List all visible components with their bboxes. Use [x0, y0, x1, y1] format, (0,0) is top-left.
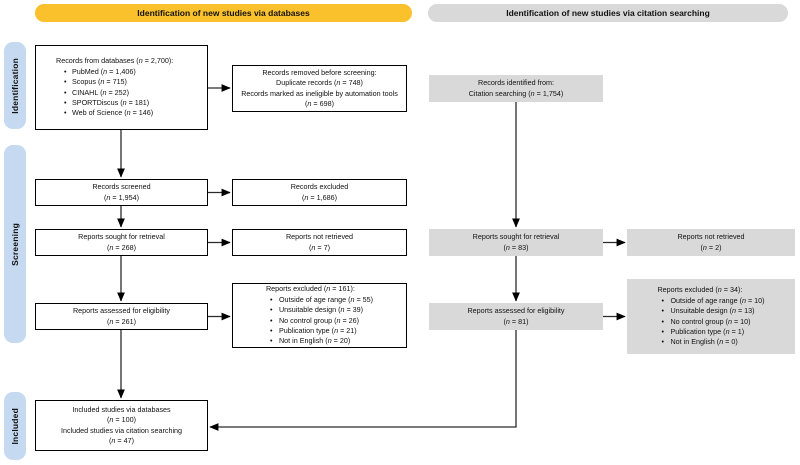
box-line: (n = 81) — [503, 316, 529, 326]
box-line: Duplicate records (n = 748) — [276, 78, 363, 88]
box-line: Included studies via databases — [72, 404, 171, 414]
reports-excluded-heading: Reports excluded (n = 161): — [265, 284, 355, 294]
column-header-databases: Identification of new studies via databa… — [35, 4, 412, 22]
database-source-item: Web of Science (n = 146) — [56, 108, 203, 119]
stage-label-screening: Screening — [10, 222, 20, 266]
database-source-item: CINAHL (n = 252) — [56, 88, 203, 99]
stage-pill-included: Included — [4, 392, 26, 460]
box-line: Records removed before screening: — [262, 67, 377, 77]
database-source-item: PubMed (n = 1,406) — [56, 67, 203, 78]
box-reports-sought-citation: Reports sought for retrieval (n = 83) — [429, 229, 603, 256]
stage-label-identification: Identification — [10, 57, 20, 114]
reports-excluded-heading: Reports excluded (n = 34): — [657, 285, 743, 295]
box-records-removed-before-screening: Records removed before screening: Duplic… — [232, 65, 407, 112]
box-line: (n = 2) — [700, 242, 722, 252]
exclusion-reason-item: Publication type (n = 1) — [657, 327, 764, 338]
box-line: Reports sought for retrieval — [78, 232, 165, 242]
box-line: Reports assessed for eligibility — [72, 306, 171, 316]
box-line: (n = 261) — [107, 316, 136, 326]
box-line: (n = 268) — [107, 242, 136, 252]
box-line: Reports sought for retrieval — [472, 232, 560, 242]
box-reports-not-retrieved-citation: Reports not retrieved (n = 2) — [627, 229, 795, 256]
column-header-citation-searching: Identification of new studies via citati… — [428, 4, 788, 22]
box-line: Records screened — [92, 182, 151, 192]
box-reports-excluded-databases: Reports excluded (n = 161): Outside of a… — [232, 283, 407, 348]
stage-label-included: Included — [10, 407, 20, 445]
box-line: (n = 83) — [503, 242, 529, 252]
box-records-from-databases: Records from databases (n = 2,700): PubM… — [35, 45, 208, 130]
records-from-databases-heading: Records from databases (n = 2,700): — [56, 56, 174, 66]
box-line: Records identified from: — [478, 78, 554, 88]
exclusion-reason-item: Outside of age range (n = 10) — [657, 296, 764, 307]
box-records-excluded: Records excluded (n = 1,686) — [232, 179, 407, 206]
exclusion-reason-item: No control group (n = 10) — [657, 317, 764, 328]
stage-pill-identification: Identification — [4, 42, 26, 129]
box-line: Reports not retrieved — [677, 232, 745, 242]
box-line: Reports not retrieved — [285, 232, 354, 242]
column-header-citation-searching-label: Identification of new studies via citati… — [506, 8, 710, 18]
box-line: Citation searching (n = 1,754) — [468, 88, 564, 98]
exclusion-reason-item: Unsuitable design (n = 13) — [657, 306, 764, 317]
box-line: (n = 7) — [309, 242, 330, 252]
stage-pill-screening: Screening — [4, 145, 26, 343]
box-reports-not-retrieved-databases: Reports not retrieved (n = 7) — [232, 229, 407, 256]
exclusion-reason-item: Not in English (n = 0) — [657, 337, 764, 348]
box-line: (n = 100) — [107, 415, 136, 425]
box-records-identified-citation: Records identified from: Citation search… — [429, 75, 603, 102]
exclusion-reason-item: Publication type (n = 21) — [266, 326, 373, 337]
box-line: (n = 1,954) — [104, 192, 139, 202]
exclusion-reason-item: Outside of age range (n = 55) — [266, 295, 373, 306]
box-line: Included studies via citation searching — [60, 425, 183, 435]
exclusion-list: Reports excluded (n = 161): Outside of a… — [266, 284, 373, 347]
exclusion-reason-item: Unsuitable design (n = 39) — [266, 305, 373, 316]
box-records-screened: Records screened (n = 1,954) — [35, 179, 208, 206]
database-source-item: Scopus (n = 715) — [56, 77, 203, 88]
exclusion-reason-item: No control group (n = 26) — [266, 316, 373, 327]
box-reports-sought-databases: Reports sought for retrieval (n = 268) — [35, 229, 208, 256]
box-reports-assessed-databases: Reports assessed for eligibility (n = 26… — [35, 303, 208, 330]
box-line: Reports assessed for eligibility — [467, 306, 565, 316]
exclusion-list: Reports excluded (n = 34): Outside of ag… — [657, 285, 764, 348]
box-reports-excluded-citation: Reports excluded (n = 34): Outside of ag… — [627, 279, 795, 354]
database-source-item: SPORTDiscus (n = 181) — [56, 98, 203, 109]
column-header-databases-label: Identification of new studies via databa… — [137, 8, 310, 18]
box-reports-assessed-citation: Reports assessed for eligibility (n = 81… — [429, 303, 603, 330]
box-included-studies: Included studies via databases (n = 100)… — [35, 400, 208, 451]
box-line: (n = 1,686) — [302, 192, 337, 202]
box-line: (n = 47) — [109, 435, 134, 445]
box-line: Records excluded — [290, 182, 349, 192]
box-line: Records marked as ineligible by automati… — [241, 88, 398, 108]
exclusion-reason-item: Not in English (n = 20) — [266, 336, 373, 347]
